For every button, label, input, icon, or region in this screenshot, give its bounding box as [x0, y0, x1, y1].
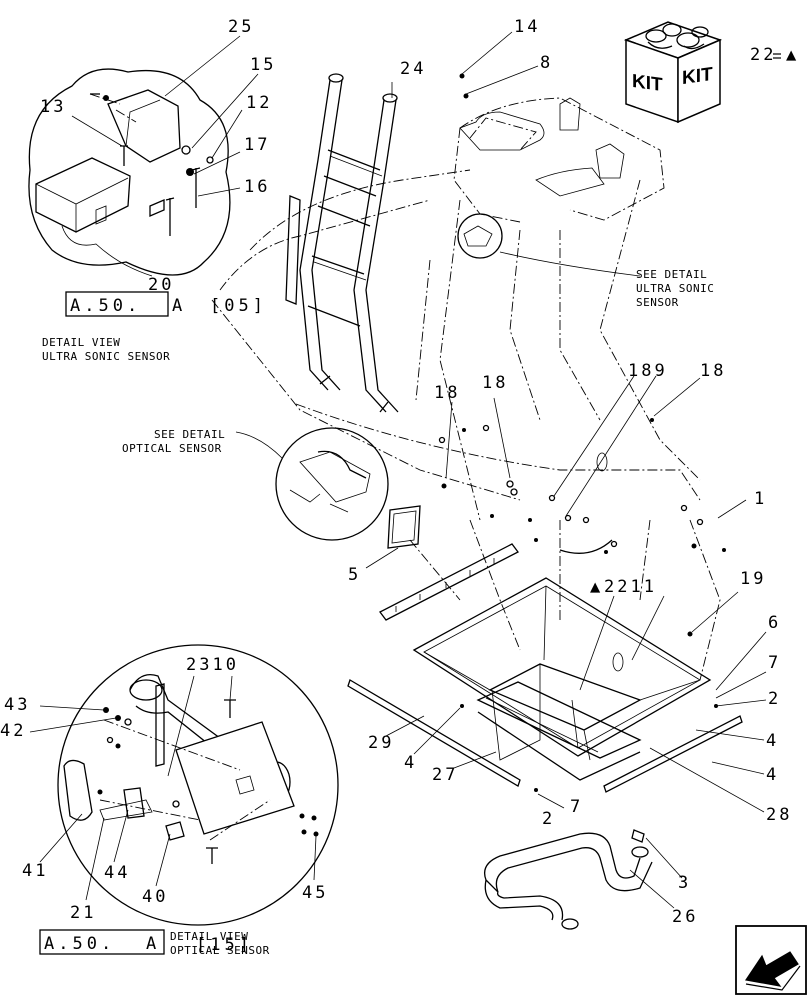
callout-12: 12 — [246, 93, 272, 113]
callout-189: 189 — [628, 361, 668, 381]
callout-18-a: 18 — [434, 383, 460, 403]
callout-15: 15 — [250, 55, 276, 75]
callout-8: 8 — [540, 53, 553, 73]
callout-26: 26 — [672, 907, 698, 927]
ref-top-box[interactable]: A.50. — [70, 296, 141, 316]
callout-18-c: 18 — [700, 361, 726, 381]
callout-5: 5 — [348, 565, 361, 585]
callout-4-b: 4 — [766, 765, 779, 785]
callout-42: 42 — [0, 721, 26, 741]
detail-ultrasonic-sensor — [28, 35, 259, 277]
callout-21: 21 — [70, 903, 96, 923]
ref-bottom-box[interactable]: A.50. — [44, 934, 115, 954]
detail-circle-optical — [275, 427, 389, 541]
ref-bottom-overlap: [15] — [196, 935, 253, 955]
callout-27: 27 — [432, 765, 458, 785]
note-see-detail-ultra-3: SENSOR — [636, 296, 679, 309]
callout-7-b: 7 — [570, 797, 583, 817]
callout-2310: 2310 — [186, 655, 239, 675]
note-detail-view-optical-2: OPTICAL SENSOR — [170, 944, 270, 957]
callout-13: 13 — [40, 97, 66, 117]
triangle-marker-22: ▲ — [786, 45, 799, 65]
callout-28: 28 — [766, 805, 792, 825]
note-see-detail-optical-1[interactable]: SEE DETAIL — [154, 428, 225, 441]
callout-24: 24 — [400, 59, 426, 79]
tank-outline — [211, 97, 721, 681]
ref-box-bottom — [39, 929, 165, 955]
pipe-26 — [483, 829, 653, 930]
ref-box-top — [65, 291, 169, 317]
note-see-detail-optical-2: OPTICAL SENSOR — [122, 442, 222, 455]
callout-4-a: 4 — [766, 731, 779, 751]
detail-optical-sensor — [57, 644, 339, 926]
note-detail-view-ultra-2: ULTRA SONIC SENSOR — [42, 350, 170, 363]
kit-label-right: KIT — [682, 64, 713, 89]
note-detail-view-optical-1: DETAIL VIEW — [170, 930, 248, 943]
callout-17: 17 — [244, 135, 270, 155]
arrow-back-icon[interactable] — [735, 925, 807, 995]
callout-14: 14 — [514, 17, 540, 37]
callout-16: 16 — [244, 177, 270, 197]
callout-6: 6 — [768, 613, 781, 633]
callout-7-a: 7 — [768, 653, 781, 673]
callout-45: 45 — [302, 883, 328, 903]
callout-1: 1 — [754, 489, 767, 509]
note-see-detail-ultra-2: ULTRA SONIC — [636, 282, 714, 295]
callout-2-a: 2 — [768, 689, 781, 709]
kit-box-icon: KIT KIT — [623, 21, 723, 124]
callout-40: 40 — [142, 887, 168, 907]
callout-19: 19 — [740, 569, 766, 589]
hopper-frame — [347, 543, 743, 793]
callout-44: 44 — [104, 863, 130, 883]
triangle-marker-2211: ▲ — [590, 577, 603, 597]
callout-4-c: 4 — [404, 753, 417, 773]
callout-29: 29 — [368, 733, 394, 753]
kit-label-left: KIT — [632, 71, 663, 96]
ref-bottom-suffix: A — [146, 934, 160, 954]
detail-circle-ultra — [457, 213, 503, 259]
callout-41: 41 — [22, 861, 48, 881]
note-detail-view-ultra-1: DETAIL VIEW — [42, 336, 120, 349]
ladder — [285, 73, 399, 413]
callout-20: 20 — [148, 275, 174, 295]
callout-2-b: 2 — [542, 809, 555, 829]
fasteners-middle — [438, 418, 726, 554]
callout-18-b: 18 — [482, 373, 508, 393]
callout-25: 25 — [228, 17, 254, 37]
note-see-detail-ultra-1[interactable]: SEE DETAIL — [636, 268, 707, 281]
callout-22: 22 — [750, 45, 776, 65]
ref-top-bracket: [05] — [210, 296, 267, 316]
ref-top-suffix: A — [172, 296, 186, 316]
callout-2211: 2211 — [604, 577, 657, 597]
callout-3: 3 — [678, 873, 691, 893]
callout-43: 43 — [4, 695, 30, 715]
